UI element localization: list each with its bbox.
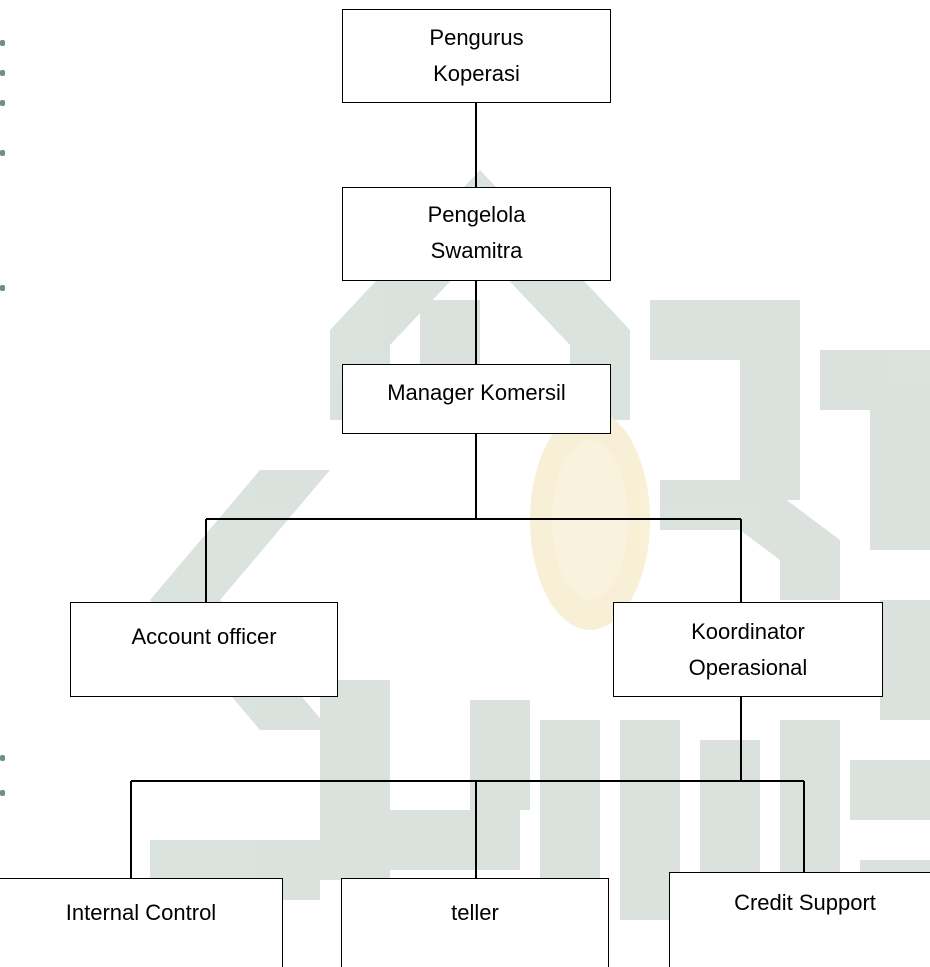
node-manager-komersil: Manager Komersil — [342, 364, 611, 434]
node-label-line: Operasional — [688, 655, 808, 680]
node-label-line: Swamitra — [430, 238, 523, 263]
node-label-line: Pengurus — [429, 25, 524, 50]
node-label-line: Credit Support — [734, 890, 876, 915]
node-label-line: Koperasi — [433, 61, 520, 86]
node-label-line: Koordinator — [691, 619, 805, 644]
node-pengelola-swamitra: Pengelola Swamitra — [342, 187, 611, 281]
node-koordinator-operasional: Koordinator Operasional — [613, 602, 883, 697]
node-label-line: Internal Control — [65, 900, 217, 925]
node-teller: teller — [341, 878, 609, 967]
node-pengurus-koperasi: Pengurus Koperasi — [342, 9, 611, 103]
node-credit-support: Credit Support — [669, 872, 930, 967]
node-account-officer: Account officer — [70, 602, 338, 697]
node-label-line: Pengelola — [427, 202, 526, 227]
node-internal-control: Internal Control — [0, 878, 283, 967]
node-label-line: Account officer — [131, 624, 277, 649]
node-label-line: teller — [451, 900, 499, 925]
node-label-line: Manager Komersil — [387, 380, 566, 405]
